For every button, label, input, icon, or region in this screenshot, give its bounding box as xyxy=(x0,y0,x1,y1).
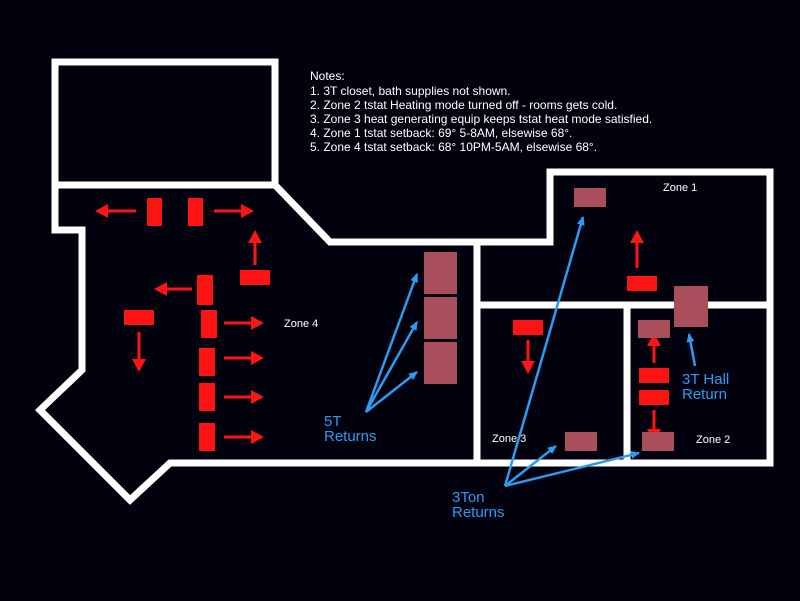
main-outer-wall xyxy=(34,168,774,505)
supply-register-icon xyxy=(124,310,154,325)
hall-return-label-line1: 3T Hall xyxy=(682,371,729,388)
notes-title: Notes: xyxy=(310,69,345,83)
arrow-3ton-to-zone2-return xyxy=(504,451,640,488)
arrow-3ton-to-zone3-return xyxy=(504,445,557,487)
supply-register-icon xyxy=(199,423,215,451)
airflow-arrow-icon xyxy=(214,204,254,218)
hall-return-label-line2: Return xyxy=(682,386,727,403)
three-ton-returns-label-line1: 3Ton xyxy=(452,489,485,506)
supply-register-icon xyxy=(199,383,215,411)
return-pointer-arrows xyxy=(364,216,697,488)
return-grille-icon xyxy=(574,188,606,207)
return-grille-icon xyxy=(424,297,457,339)
supply-register-icon xyxy=(197,275,213,305)
supply-register-icon xyxy=(513,320,543,335)
zone3-label: Zone 3 xyxy=(492,433,526,445)
airflow-arrow-icon xyxy=(154,282,192,296)
airflow-arrow-icon xyxy=(521,340,535,374)
airflow-arrow-icon xyxy=(224,430,264,444)
arrow-3ton-to-zone1-return xyxy=(503,216,585,487)
arrow-hall-return xyxy=(686,333,697,367)
arrow-5t-to-return-1 xyxy=(364,273,419,413)
airflow-arrow-icon xyxy=(224,390,264,404)
supply-register-icon xyxy=(627,276,657,291)
arrow-5t-to-return-2 xyxy=(364,321,419,413)
return-grille-icon xyxy=(674,286,708,327)
return-grille-icon xyxy=(638,320,670,338)
arrow-5t-to-return-3 xyxy=(365,371,418,413)
note-line-3: 3. Zone 3 heat generating equip keeps ts… xyxy=(310,112,652,126)
upper-left-room-wall xyxy=(51,58,279,189)
note-line-2: 2. Zone 2 tstat Heating mode turned off … xyxy=(310,98,617,112)
zone-labels: Zone 1 Zone 4 Zone 3 Zone 2 xyxy=(284,182,730,446)
return-grille-icon xyxy=(424,252,457,294)
note-line-4: 4. Zone 1 tstat setback: 69° 5-8AM, else… xyxy=(310,126,572,140)
return-grilles xyxy=(424,188,708,451)
return-grille-icon xyxy=(642,432,674,451)
airflow-arrow-icon xyxy=(95,204,136,218)
five-ton-returns-label-line1: 5T xyxy=(324,413,342,430)
three-ton-returns-label-line2: Returns xyxy=(452,504,505,521)
walls xyxy=(34,58,774,505)
airflow-arrow-icon xyxy=(248,230,262,265)
supply-register-icon xyxy=(201,310,217,338)
airflow-arrow-icon xyxy=(647,333,661,363)
supply-registers xyxy=(124,198,669,451)
airflow-arrow-icon xyxy=(224,316,264,330)
airflow-arrows xyxy=(95,204,661,444)
five-ton-returns-label-line2: Returns xyxy=(324,428,377,445)
supply-register-icon xyxy=(639,368,669,383)
return-grille-icon xyxy=(424,342,457,384)
airflow-arrow-icon xyxy=(132,332,146,372)
supply-register-icon xyxy=(188,198,203,226)
supply-register-icon xyxy=(639,390,669,405)
return-labels: 5T Returns 3Ton Returns 3T Hall Return xyxy=(324,371,729,521)
supply-register-icon xyxy=(240,270,270,285)
zone2-label: Zone 2 xyxy=(696,434,730,446)
supply-register-icon xyxy=(147,198,162,226)
airflow-arrow-icon xyxy=(224,351,264,365)
note-line-5: 5. Zone 4 tstat setback: 68° 10PM-5AM, e… xyxy=(310,140,597,154)
zone4-label: Zone 4 xyxy=(284,318,318,330)
return-grille-icon xyxy=(565,432,597,451)
airflow-arrow-icon xyxy=(630,230,644,268)
notes-block: Notes: 1. 3T closet, bath supplies not s… xyxy=(310,69,652,154)
note-line-1: 1. 3T closet, bath supplies not shown. xyxy=(310,84,511,98)
supply-register-icon xyxy=(199,348,215,376)
zone1-label: Zone 1 xyxy=(663,182,697,194)
